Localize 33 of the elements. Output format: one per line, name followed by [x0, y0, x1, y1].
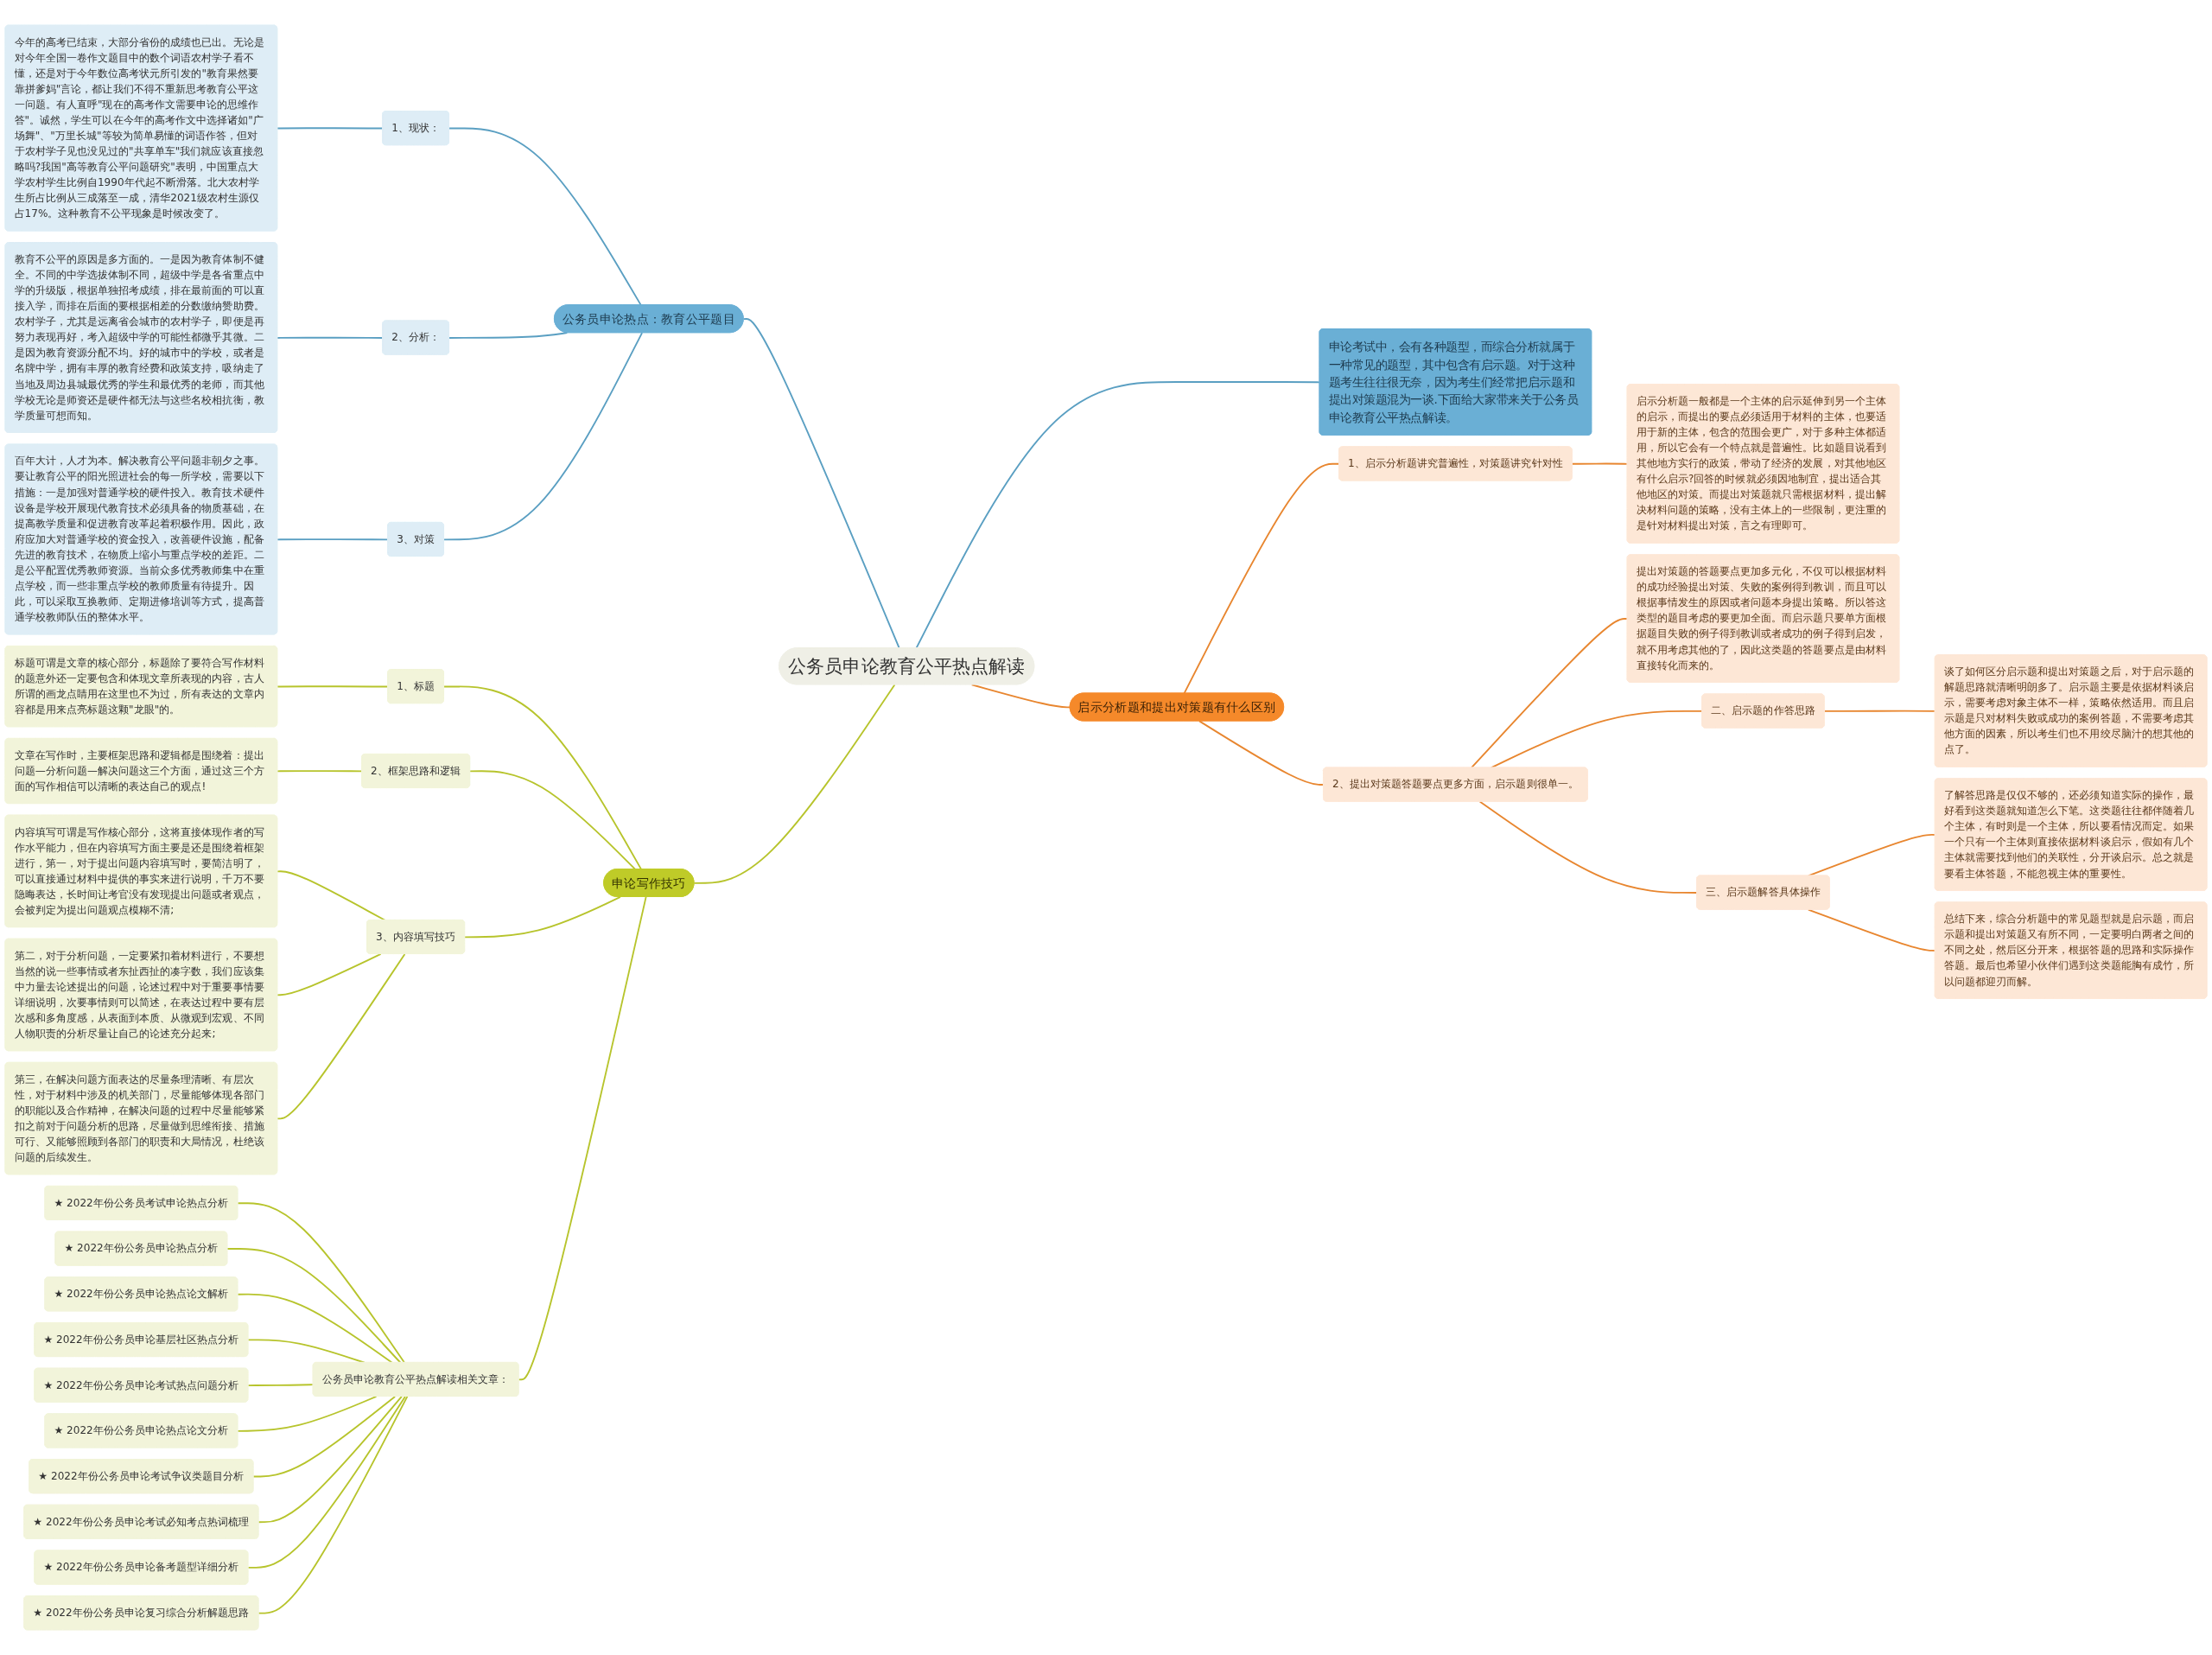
connector [443, 332, 644, 541]
connector [237, 1395, 378, 1432]
connector [247, 1395, 406, 1569]
connector [276, 953, 382, 996]
connector [257, 1395, 403, 1524]
connector [464, 895, 621, 939]
connector [276, 538, 389, 541]
connector [693, 684, 896, 884]
connector [448, 332, 569, 339]
connector [257, 1395, 409, 1614]
connector [1823, 710, 1936, 712]
connector [1198, 720, 1325, 786]
connector [1470, 618, 1629, 769]
connector [247, 1384, 315, 1387]
connector [276, 336, 384, 339]
connector [237, 1202, 405, 1364]
connector [970, 684, 1071, 709]
connector [443, 685, 643, 870]
connector [252, 1395, 397, 1478]
connector [1183, 462, 1340, 695]
connector [518, 895, 647, 1381]
connector [1807, 908, 1936, 952]
connector [276, 953, 406, 1120]
connector [1571, 462, 1629, 465]
connector [276, 870, 386, 921]
connector [276, 770, 363, 773]
connector [237, 1293, 393, 1364]
connector [469, 770, 637, 870]
connector [1478, 800, 1698, 894]
connector [247, 1339, 365, 1364]
connector [276, 127, 384, 130]
connector [226, 1248, 402, 1364]
connector [276, 685, 389, 688]
